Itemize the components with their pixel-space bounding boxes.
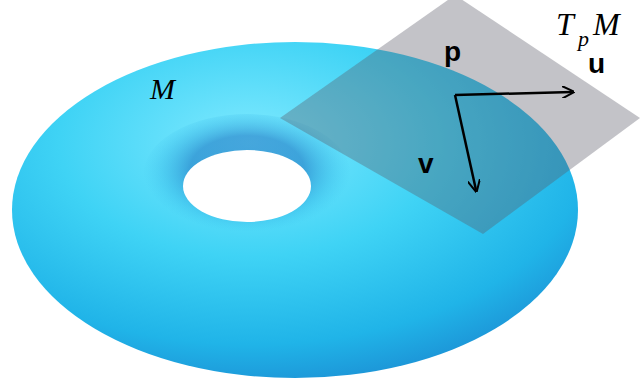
manifold-label: M [150, 74, 175, 104]
tangent-space-label: T [556, 8, 574, 40]
torus-hole [183, 150, 311, 222]
subscript-label: p [578, 28, 589, 50]
vector-arrow [455, 95, 476, 190]
point-label: p [444, 38, 461, 66]
vector-label: u [588, 50, 605, 78]
vector-arrow [455, 92, 572, 95]
tangent-space-label: M [593, 8, 620, 40]
vector-label: v [418, 150, 434, 178]
tangent-plane [280, 0, 640, 234]
